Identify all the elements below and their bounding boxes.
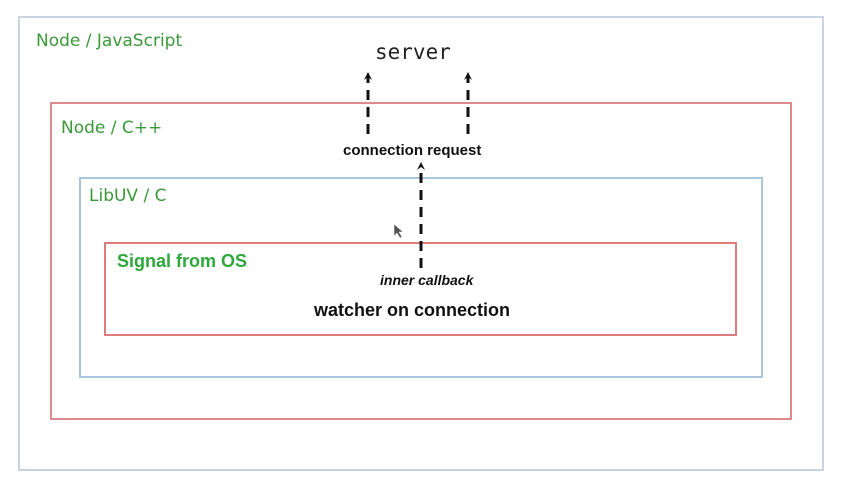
javascript-layer-box	[18, 16, 824, 471]
inner-callback-label: inner callback	[380, 272, 474, 288]
cpp-layer-label: Node / C++	[61, 118, 163, 138]
cpp-layer-box	[50, 102, 792, 420]
watcher-label: watcher on connection	[314, 300, 511, 320]
mouse-cursor-icon	[393, 223, 404, 239]
os-signal-label: Signal from OS	[117, 251, 248, 271]
javascript-layer-label: Node / JavaScript	[36, 31, 183, 51]
server-label: server	[375, 40, 451, 64]
libuv-layer-label: LibUV / C	[89, 186, 167, 206]
connection-request-label: connection request	[343, 142, 482, 159]
